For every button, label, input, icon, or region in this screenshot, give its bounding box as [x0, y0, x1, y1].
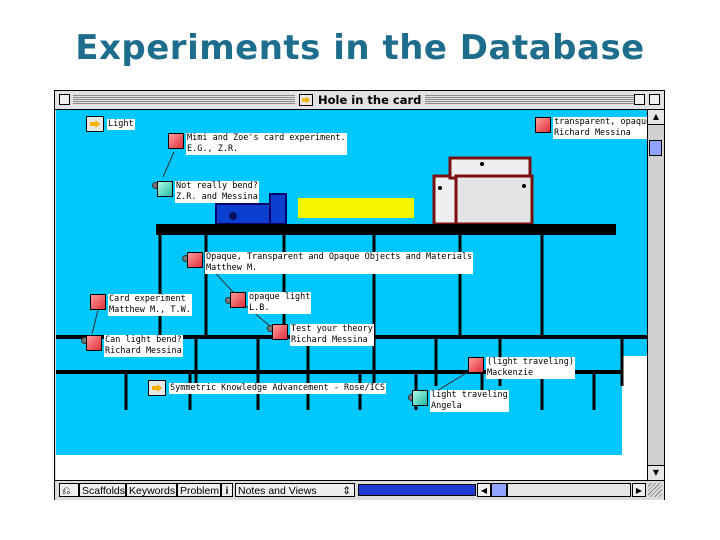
- note-title: Opaque, Transparent and Opaque Objects a…: [206, 252, 473, 262]
- note-card-experiment[interactable]: Card experiment Matthew M., T.W.: [90, 294, 192, 316]
- canvas-white-corner: [622, 356, 647, 456]
- note-title: (light traveling): [487, 357, 574, 367]
- note-not-really[interactable]: Not really bend? Z.R. and Messina: [157, 181, 259, 203]
- horizontal-scroll-thumb[interactable]: [491, 483, 507, 497]
- note-icon: [90, 294, 106, 310]
- note-label: opaque light L.B.: [248, 292, 312, 314]
- scroll-up-arrow-icon[interactable]: ▲: [648, 110, 664, 125]
- note-title: Mimi and Zoe's card experiment.: [187, 133, 346, 143]
- note-title: opaque light: [249, 292, 311, 302]
- view-select[interactable]: Notes and Views ⇕: [235, 483, 355, 497]
- link-light[interactable]: Light: [86, 116, 135, 132]
- note-title: light traveling: [431, 390, 508, 400]
- note-opaque-materials[interactable]: Opaque, Transparent and Opaque Objects a…: [187, 252, 474, 274]
- note-icon: [168, 133, 184, 149]
- scroll-down-arrow-icon[interactable]: ▼: [648, 465, 664, 480]
- note-author: Mackenzie: [487, 368, 534, 378]
- scroll-left-arrow-icon[interactable]: ◀: [477, 483, 491, 497]
- window-title-wrap: Hole in the card: [295, 92, 426, 108]
- note-title: Card experiment: [109, 294, 186, 304]
- arrow-link-icon: [86, 116, 104, 132]
- note-author: Richard Messina: [554, 128, 631, 138]
- note-mimi[interactable]: Mimi and Zoe's card experiment. E.G., Z.…: [168, 133, 347, 155]
- note-label: transparent, opaque Richard Messina: [553, 117, 647, 139]
- scaffolds-button[interactable]: Scaffolds: [79, 483, 126, 497]
- note-author: E.G., Z.R.: [187, 144, 239, 154]
- note-title: Not really bend?: [176, 181, 258, 191]
- note-title: Can light bend?: [105, 335, 182, 345]
- note-author: Z.R. and Messina: [176, 192, 258, 202]
- link-label: Symmetric Knowledge Advancement - Rose/I…: [169, 382, 386, 394]
- bottom-toolbar: ⎌ Scaffolds Keywords Problem i Notes and…: [55, 480, 664, 500]
- view-arrow-icon: [299, 94, 313, 106]
- note-title: Test your theory: [291, 324, 373, 334]
- note-icon: [535, 117, 551, 133]
- link-label: Light: [107, 118, 135, 130]
- keywords-button[interactable]: Keywords: [126, 483, 177, 497]
- note-author: Richard Messina: [291, 335, 368, 345]
- note-author: Richard Messina: [105, 346, 182, 356]
- scroll-right-arrow-icon[interactable]: ▶: [632, 483, 646, 497]
- scroll-thumb[interactable]: [649, 140, 662, 156]
- note-title: transparent, opaque: [554, 117, 647, 127]
- close-box[interactable]: [59, 94, 70, 105]
- note-icon: [157, 181, 173, 197]
- note-icon: [412, 390, 428, 406]
- note-label: light traveling Angela: [430, 390, 509, 412]
- lock-icon[interactable]: ⎌: [59, 483, 79, 497]
- zoom-box[interactable]: [634, 94, 645, 105]
- note-label: (light traveling) Mackenzie: [486, 357, 575, 379]
- note-icon: [187, 252, 203, 268]
- knowledge-forum-window: Hole in the card: [54, 90, 665, 500]
- collapse-box[interactable]: [649, 94, 660, 105]
- horizontal-scroll-gutter[interactable]: [507, 483, 631, 497]
- note-author: Angela: [431, 401, 462, 411]
- note-icon: [468, 357, 484, 373]
- note-icon: [86, 335, 102, 351]
- window-title: Hole in the card: [318, 93, 422, 107]
- note-label: Opaque, Transparent and Opaque Objects a…: [205, 252, 474, 274]
- arrow-link-icon: [148, 380, 166, 396]
- resize-grip-icon[interactable]: [648, 483, 662, 497]
- note-can-light-bend[interactable]: Can light bend? Richard Messina: [86, 335, 183, 357]
- note-author: Matthew M., T.W.: [109, 305, 191, 315]
- info-button[interactable]: i: [221, 483, 233, 497]
- note-light-traveling-angela[interactable]: light traveling Angela: [412, 390, 509, 412]
- note-author: Matthew M.: [206, 263, 258, 273]
- note-light-traveling-mackenzie[interactable]: (light traveling) Mackenzie: [468, 357, 575, 379]
- note-label: Mimi and Zoe's card experiment. E.G., Z.…: [186, 133, 347, 155]
- note-opaque-light[interactable]: opaque light L.B.: [230, 292, 312, 314]
- vertical-scrollbar[interactable]: ▲ ▼: [647, 110, 664, 480]
- select-arrows-icon: ⇕: [342, 485, 351, 497]
- horizontal-scroll-track[interactable]: [358, 484, 476, 496]
- view-canvas[interactable]: Light Symmetric Knowledge Advancement - …: [56, 110, 647, 480]
- note-label: Can light bend? Richard Messina: [104, 335, 183, 357]
- note-transparent[interactable]: transparent, opaque Richard Messina: [535, 117, 647, 139]
- note-icon: [272, 324, 288, 340]
- slide-title: Experiments in the Database: [75, 28, 645, 68]
- note-test-theory[interactable]: Test your theory Richard Messina: [272, 324, 374, 346]
- window-titlebar[interactable]: Hole in the card: [55, 91, 664, 110]
- note-label: Not really bend? Z.R. and Messina: [175, 181, 259, 203]
- problem-button[interactable]: Problem: [177, 483, 221, 497]
- note-author: L.B.: [249, 303, 270, 313]
- link-ska[interactable]: Symmetric Knowledge Advancement - Rose/I…: [148, 380, 386, 396]
- note-label: Card experiment Matthew M., T.W.: [108, 294, 192, 316]
- note-label: Test your theory Richard Messina: [290, 324, 374, 346]
- canvas-white-area: [56, 455, 647, 480]
- note-icon: [230, 292, 246, 308]
- view-select-value: Notes and Views: [238, 485, 317, 497]
